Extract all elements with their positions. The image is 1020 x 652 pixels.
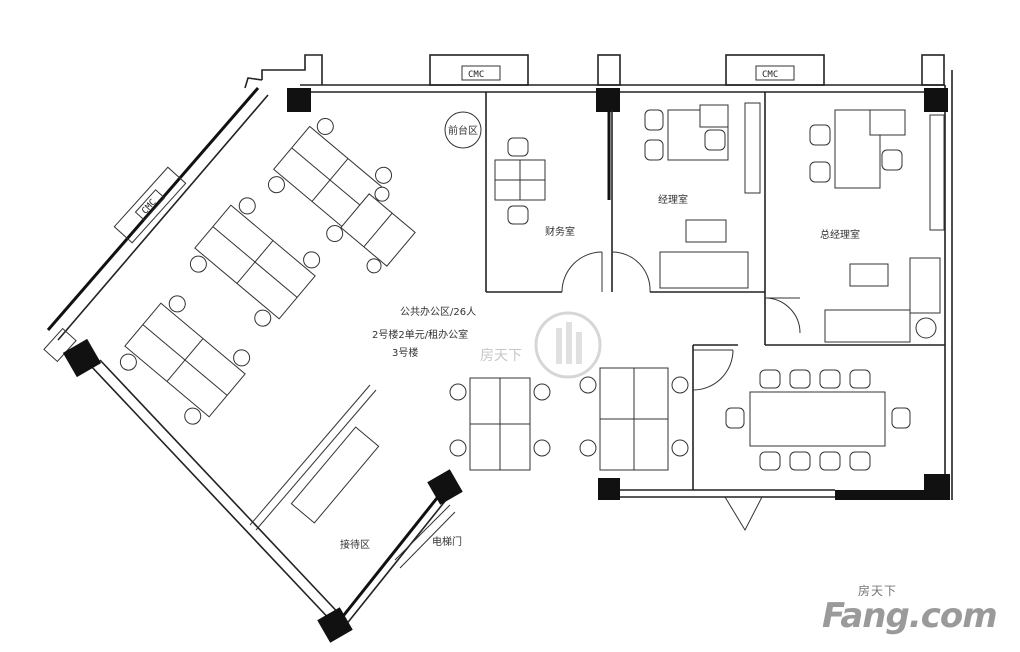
svg-text:接待区: 接待区: [340, 538, 370, 551]
workstations-left: [119, 117, 416, 425]
interior-partitions: [249, 92, 945, 569]
svg-text:前台区: 前台区: [448, 124, 478, 137]
svg-text:3号楼: 3号楼: [392, 346, 418, 359]
manager-room: 经理室: [644, 102, 761, 289]
svg-text:财务室: 财务室: [545, 225, 575, 238]
svg-text:经理室: 经理室: [658, 193, 688, 206]
svg-text:公共办公区/26人: 公共办公区/26人: [400, 305, 476, 318]
svg-text:房天下: 房天下: [480, 348, 522, 364]
workstations-right: [449, 367, 689, 471]
outer-walls: [46, 54, 953, 627]
svg-text:CMC: CMC: [468, 70, 484, 80]
svg-text:总经理室: 总经理室: [820, 228, 860, 241]
general-manager-room: 总经理室: [809, 109, 945, 343]
svg-text:电梯门: 电梯门: [432, 535, 462, 548]
svg-text:CMC: CMC: [762, 70, 778, 80]
structural-columns: [62, 88, 950, 643]
finance-room: 前台区 财务室: [444, 111, 575, 238]
watermark: 房天下: [480, 311, 602, 379]
svg-text:CMC: CMC: [140, 198, 158, 217]
area-labels: 公共办公区/26人 2号楼2单元/租办公室 3号楼 接待区 电梯门: [340, 305, 476, 551]
svg-text:2号楼2单元/租办公室: 2号楼2单元/租办公室: [372, 328, 468, 341]
meeting-room: [725, 369, 911, 471]
brand-chinese-name: 房天下: [858, 584, 898, 598]
brand-name: Fang.com: [822, 596, 998, 636]
